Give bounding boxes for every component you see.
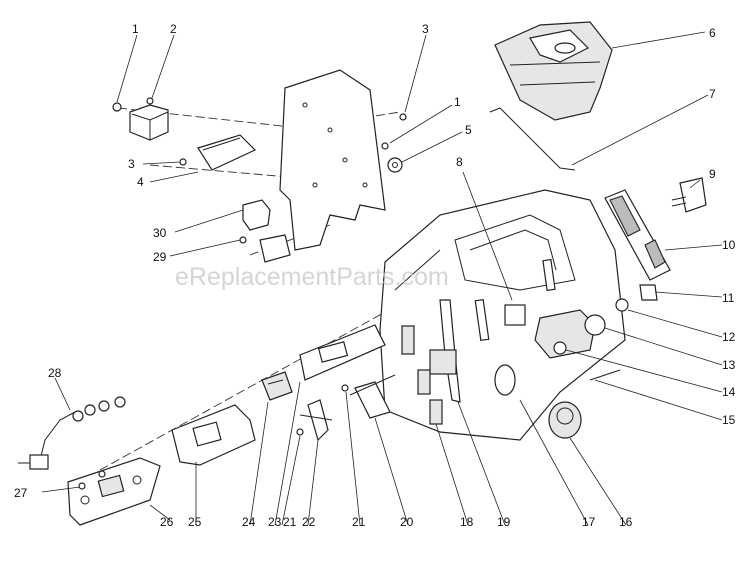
- grommet: [387, 157, 403, 173]
- callout-5: 5: [465, 123, 472, 137]
- callout-21a: 21: [283, 515, 297, 529]
- console-housing: [379, 189, 626, 441]
- knob: [548, 401, 582, 439]
- display-panel: [604, 189, 671, 281]
- callout-21b: 21: [352, 515, 366, 529]
- callout-22: 22: [302, 515, 316, 529]
- callout-16: 16: [619, 515, 633, 529]
- clip: [639, 284, 658, 301]
- washer-small: [381, 142, 389, 150]
- relay-30: [242, 199, 271, 231]
- indicator-strips: [401, 325, 443, 425]
- callout-26: 26: [160, 515, 174, 529]
- callout-13: 13: [722, 358, 736, 372]
- mounting-plate: [279, 69, 386, 251]
- callout-10: 10: [722, 238, 736, 252]
- screw-27: [78, 482, 86, 490]
- callout-2: 2: [170, 22, 177, 36]
- screw: [179, 158, 187, 166]
- connector-29: [239, 234, 291, 263]
- callout-24: 24: [242, 515, 256, 529]
- callout-25: 25: [188, 515, 202, 529]
- shift-lever: [429, 299, 461, 403]
- callout-17: 17: [582, 515, 596, 529]
- callout-12: 12: [722, 330, 736, 344]
- callout-1a: 1: [132, 22, 139, 36]
- callout-labels: 1 2 3 1 5 6 7 8 9 10 11 12 13 14 15 3 4 …: [14, 22, 736, 529]
- screw-21b: [341, 384, 349, 392]
- bezel-23: [299, 324, 386, 381]
- callout-29: 29: [153, 250, 167, 264]
- callout-11: 11: [722, 291, 735, 305]
- sensor-module: [671, 177, 707, 213]
- callout-15: 15: [722, 413, 736, 427]
- callout-7: 7: [709, 87, 716, 101]
- screw-21: [296, 428, 304, 436]
- bezel-25: [171, 404, 256, 466]
- callout-20: 20: [400, 515, 414, 529]
- callout-8: 8: [456, 155, 463, 169]
- callout-3a: 3: [422, 22, 429, 36]
- switch-24: [261, 371, 293, 401]
- callout-1b: 1: [454, 95, 461, 109]
- cable-assembly: [18, 396, 126, 470]
- callout-9: 9: [709, 167, 716, 181]
- callout-30: 30: [153, 226, 167, 240]
- callout-3b: 3: [128, 157, 135, 171]
- relay-block: [129, 97, 169, 141]
- callout-19: 19: [497, 515, 511, 529]
- control-panel-26: [67, 457, 161, 526]
- watermark: eReplacementParts.com: [175, 263, 449, 291]
- leader-lines: [41, 31, 723, 526]
- callout-28: 28: [48, 366, 62, 380]
- screw-top: [399, 113, 407, 121]
- callout-14: 14: [722, 385, 736, 399]
- nut: [112, 102, 122, 112]
- callout-18: 18: [460, 515, 474, 529]
- callout-6: 6: [709, 26, 716, 40]
- rectifier-plate: [197, 134, 257, 171]
- washer-13: [584, 314, 606, 336]
- bushing-14: [553, 341, 567, 355]
- bracket-20: [349, 374, 396, 419]
- callout-27: 27: [14, 486, 28, 500]
- boot-cover: [494, 21, 613, 121]
- callout-23: 23: [268, 515, 282, 529]
- control-rod: [489, 107, 576, 171]
- bracket-22: [299, 399, 333, 442]
- callout-4: 4: [137, 175, 144, 189]
- washer-12: [615, 298, 629, 312]
